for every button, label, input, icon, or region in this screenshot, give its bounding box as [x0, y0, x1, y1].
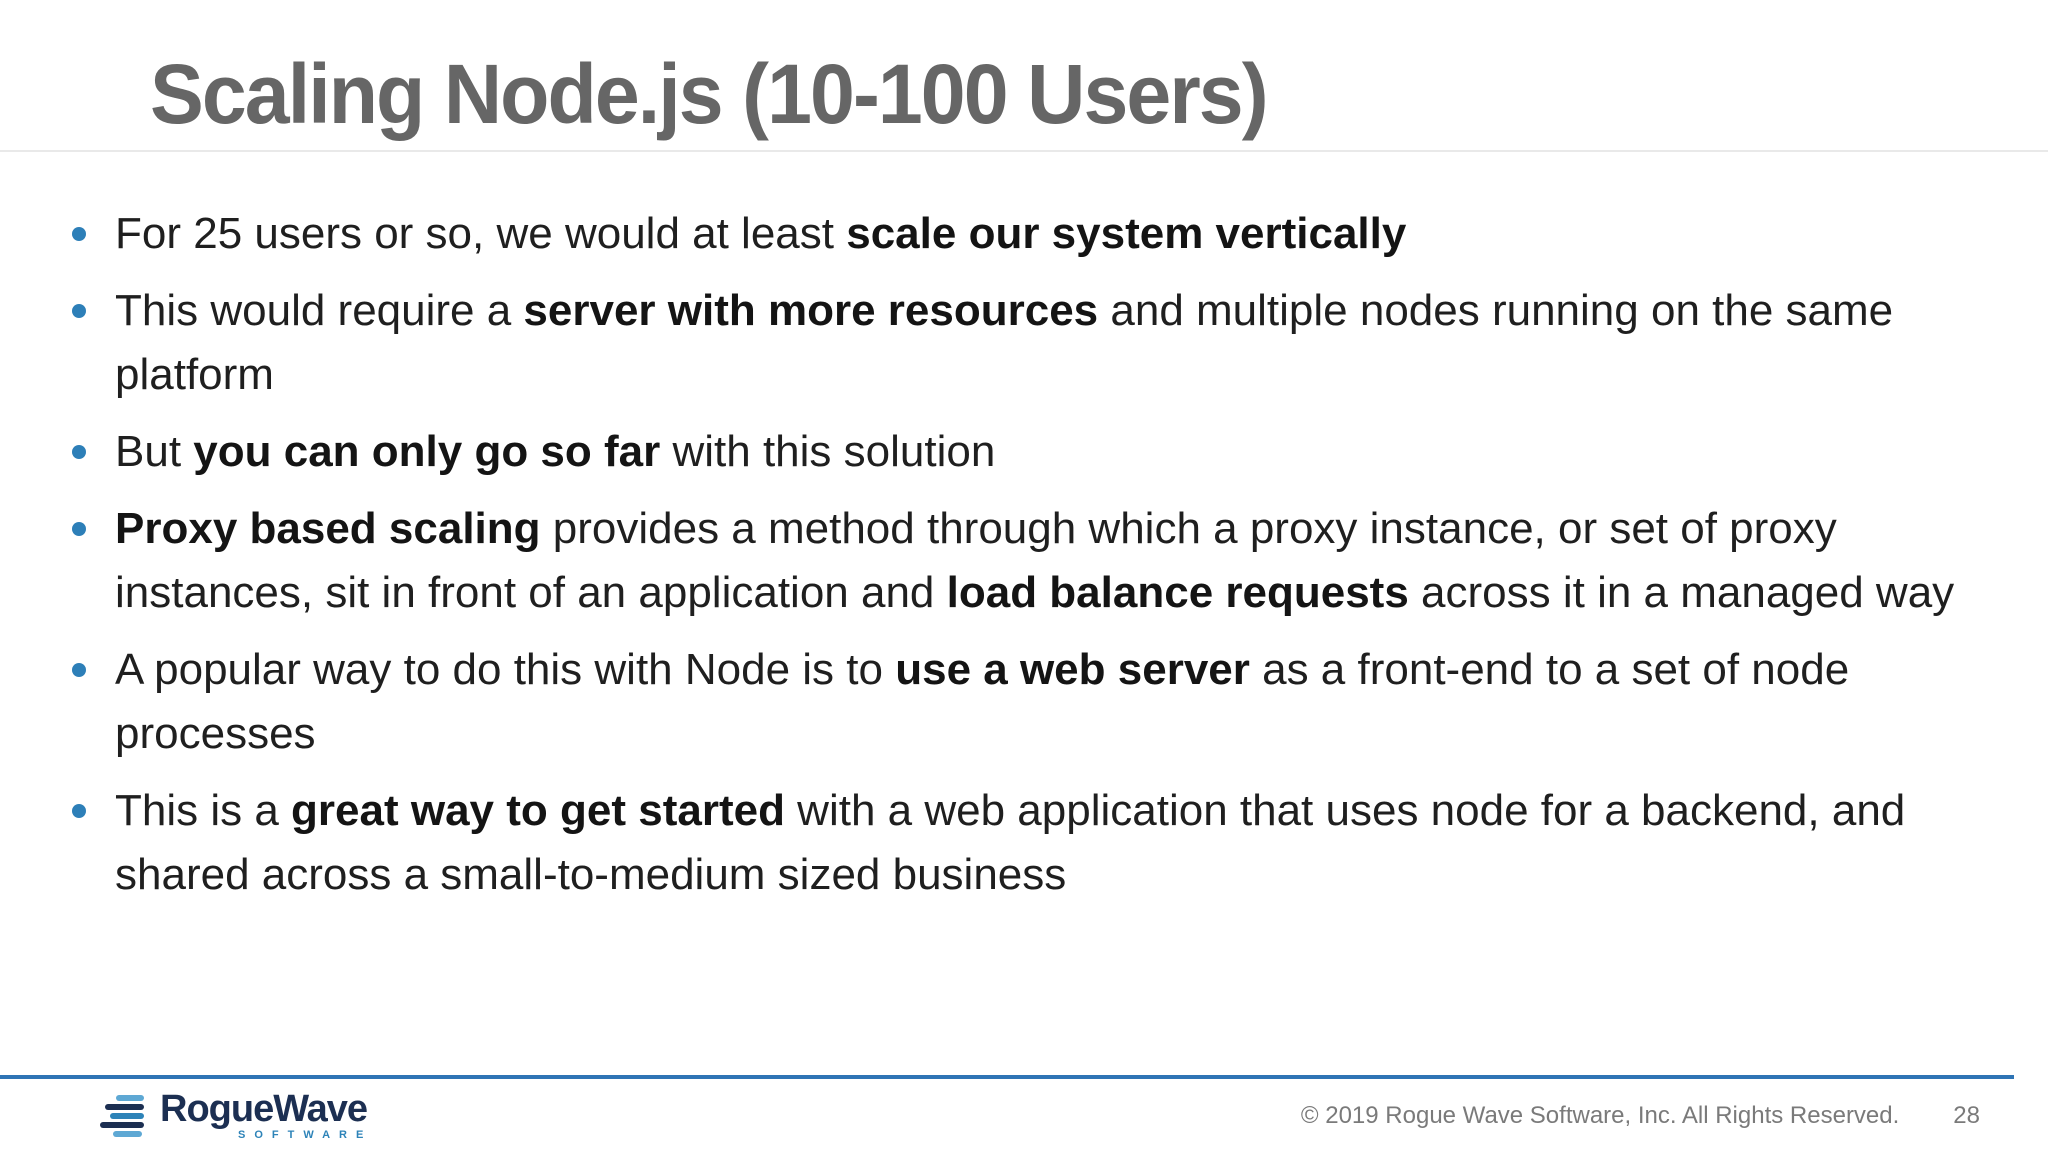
page-number: 28 — [1953, 1101, 1980, 1129]
footer-divider — [0, 1075, 2014, 1079]
bullet-list: For 25 users or so, we would at least sc… — [72, 202, 1990, 907]
bullet-icon — [72, 663, 86, 677]
bullet-icon — [72, 445, 86, 459]
logo-subtext: SOFTWARE — [238, 1129, 373, 1141]
bullet-icon — [72, 804, 86, 818]
bullet-text: Proxy based scaling provides a method th… — [115, 504, 1955, 617]
bullet-icon — [72, 227, 86, 241]
bullet-text: But you can only go so far with this sol… — [115, 427, 996, 476]
logo-text: RogueWave — [160, 1088, 368, 1130]
bullet-item: This is a great way to get started with … — [72, 779, 1990, 907]
roguewave-wave-icon — [100, 1094, 144, 1137]
bullet-icon — [72, 522, 86, 536]
bullet-text: For 25 users or so, we would at least sc… — [115, 209, 1407, 258]
bullet-item: A popular way to do this with Node is to… — [72, 638, 1990, 766]
slide-footer: RogueWave SOFTWARE © 2019 Rogue Wave Sof… — [0, 1079, 2048, 1152]
roguewave-logo: RogueWave SOFTWARE — [100, 1090, 372, 1141]
bullet-item: This would require a server with more re… — [72, 279, 1990, 407]
copyright-text: © 2019 Rogue Wave Software, Inc. All Rig… — [1300, 1101, 1900, 1129]
bullet-item: For 25 users or so, we would at least sc… — [72, 202, 1990, 266]
roguewave-wordmark: RogueWave SOFTWARE — [160, 1090, 372, 1141]
slide-title: Scaling Node.js (10-100 Users) — [150, 47, 1269, 141]
footer-right: © 2019 Rogue Wave Software, Inc. All Rig… — [1301, 1102, 1980, 1130]
bullet-icon — [72, 304, 86, 318]
slide-header: Scaling Node.js (10-100 Users) — [0, 0, 2048, 152]
bullet-text: A popular way to do this with Node is to… — [115, 645, 1850, 758]
slide-body: For 25 users or so, we would at least sc… — [0, 152, 2048, 907]
bullet-text: This is a great way to get started with … — [115, 786, 1906, 899]
bullet-item: But you can only go so far with this sol… — [72, 420, 1990, 484]
bullet-item: Proxy based scaling provides a method th… — [72, 497, 1990, 625]
bullet-text: This would require a server with more re… — [115, 286, 1894, 399]
